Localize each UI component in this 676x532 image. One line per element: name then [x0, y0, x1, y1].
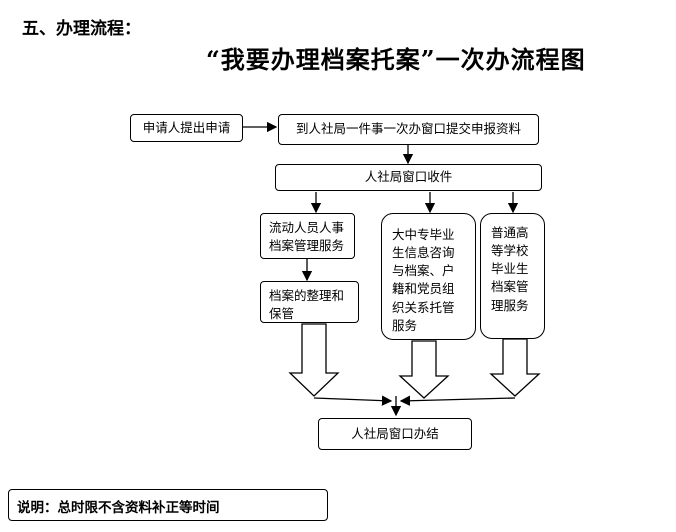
block-arrow-a [288, 323, 340, 397]
node-receive: 人社局窗口收件 [275, 164, 542, 191]
node-finish: 人社局窗口办结 [318, 418, 472, 450]
merge-line-left [313, 395, 393, 406]
node-branch-a: 流动人员人事档案管理服务 [260, 213, 355, 259]
node-branch-c: 普通高等学校毕业生档案管理服务 [480, 213, 545, 339]
block-arrow-c [489, 338, 541, 397]
node-submit: 到人社局一件事一次办窗口提交申报资料 [278, 114, 539, 145]
section-heading: 五、办理流程： [22, 19, 141, 39]
node-branch-a-sub: 档案的整理和保管 [260, 281, 359, 323]
block-arrow-b [398, 340, 450, 399]
node-branch-b: 大中专毕业生信息咨询与档案、户籍和党员组织关系托管服务 [381, 213, 476, 340]
merge-line-right [399, 395, 516, 406]
flowchart-title: “我要办理档案托案”一次办流程图 [206, 45, 586, 74]
node-apply: 申请人提出申请 [130, 114, 243, 142]
note-box: 说明：总时限不含资料补正等时间 [8, 489, 328, 521]
